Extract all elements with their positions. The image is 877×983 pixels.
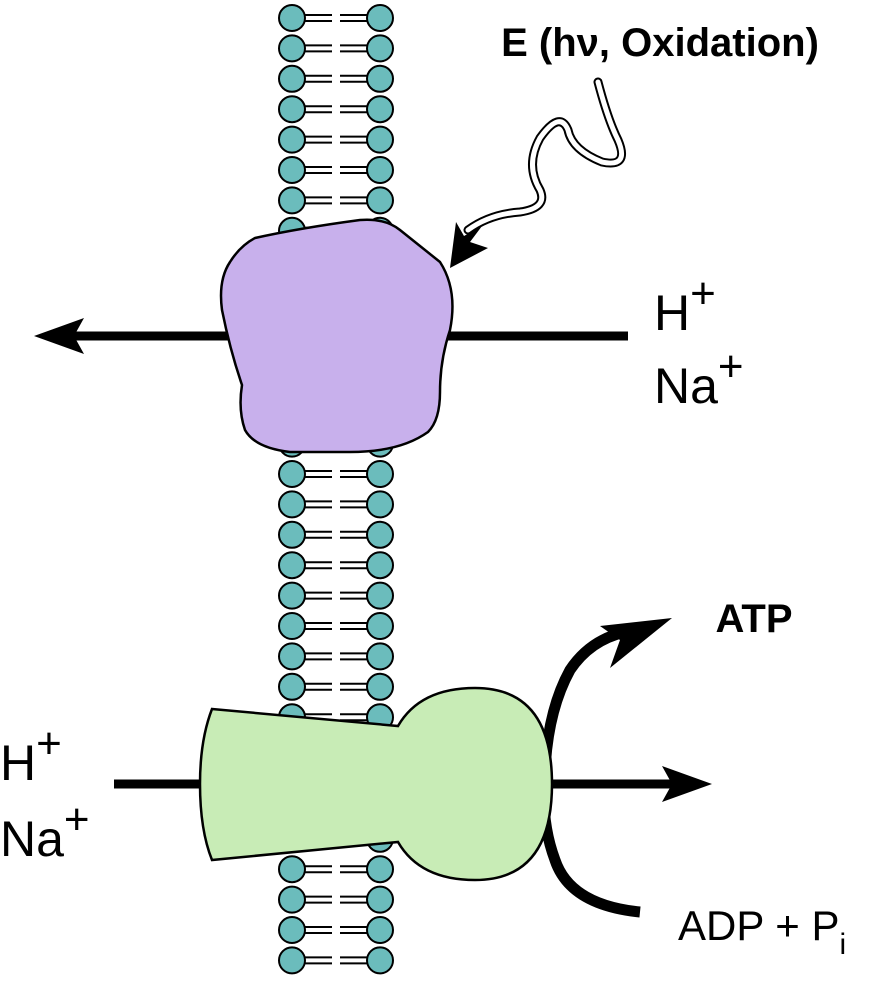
lipid-head (278, 186, 306, 215)
lipid-head (278, 34, 306, 63)
lipid-head (366, 125, 394, 154)
lipid-head (366, 156, 394, 184)
lipid-head (278, 95, 306, 124)
right-arrowhead-icon (662, 766, 712, 802)
right-ion-h-charge: + (690, 269, 716, 318)
left-ion-h: H+ (0, 719, 62, 791)
left-ion-h-charge: + (36, 719, 62, 768)
lipid-head (278, 642, 306, 671)
right-ion-na: Na+ (654, 342, 744, 414)
right-ion-na-text: Na (654, 358, 718, 414)
adp-label: ADP + Pi (678, 902, 846, 961)
lipid-head (366, 642, 394, 671)
lipid-head (278, 551, 306, 580)
lipid-head (278, 156, 306, 184)
lipid-head (366, 34, 394, 63)
adp-label-text: ADP + P (678, 902, 839, 949)
left-ion-na-charge: + (64, 795, 90, 844)
lipid-head (278, 672, 306, 701)
lipid-head (278, 581, 306, 610)
lipid-head (366, 946, 394, 975)
lipid-head (366, 520, 394, 549)
lipid-head (366, 885, 394, 914)
energy-input-arrow (450, 77, 626, 268)
lipid-head (366, 490, 394, 519)
lipid-head (366, 581, 394, 610)
lipid-head (278, 460, 306, 488)
atp-label: ATP (715, 597, 792, 641)
lipid-head (366, 551, 394, 580)
adp-subscript: i (839, 928, 846, 961)
lipid-head (278, 64, 306, 93)
lipid-head (366, 4, 394, 32)
left-ion-na: Na+ (0, 795, 90, 867)
lipid-head (278, 946, 306, 975)
atp-arrowhead-icon (600, 618, 672, 668)
lipid-head (366, 672, 394, 701)
lipid-head (366, 916, 394, 944)
lipid-head (366, 95, 394, 124)
atp-synthase (198, 686, 554, 882)
energy-arrowhead-icon (450, 222, 488, 268)
lipid-head (366, 460, 394, 488)
left-arrowhead-icon (34, 318, 84, 354)
lipid-head (366, 64, 394, 93)
lipid-head (278, 855, 306, 884)
lipid-head (366, 612, 394, 640)
left-ion-h-text: H (0, 735, 36, 791)
lipid-head (366, 186, 394, 215)
lipid-head (278, 125, 306, 154)
lipid-head (366, 855, 394, 884)
lipid-head (278, 520, 306, 549)
right-ion-h: H+ (654, 269, 716, 341)
energy-label: E (hν, Oxidation) (501, 21, 819, 65)
right-ion-h-text: H (654, 285, 690, 341)
lipid-head (278, 612, 306, 640)
lipid-head (278, 4, 306, 32)
right-ion-na-charge: + (718, 342, 744, 391)
lipid-head (278, 916, 306, 944)
atp-production-arrow (538, 618, 672, 918)
lipid-head (278, 490, 306, 519)
lipid-head (278, 885, 306, 914)
proton-pump (219, 218, 454, 454)
left-ion-na-text: Na (0, 811, 64, 867)
